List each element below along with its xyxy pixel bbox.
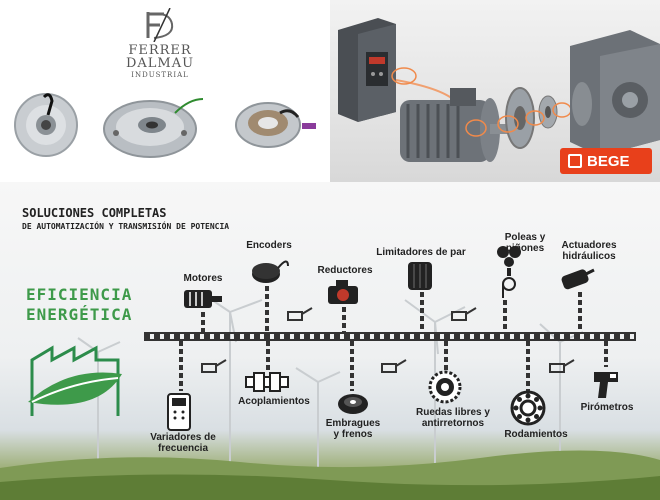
pyrometer-icon (594, 372, 618, 398)
bege-logo-icon (568, 154, 582, 168)
ferrer-dalmau-logo-icon (146, 8, 174, 42)
eco-factory-icon (28, 345, 122, 416)
gearbox-icon (328, 280, 358, 304)
connector-ruedas (444, 341, 448, 371)
oil-can-icon (549, 359, 575, 373)
connector-embragues (350, 341, 354, 391)
frequency-drive-icon (167, 393, 191, 431)
coupling-icon (245, 372, 289, 392)
hydraulic-actuator-icon (561, 268, 595, 290)
small-clutch-icon (14, 93, 78, 157)
efficiency-line1: EFICIENCIA (26, 285, 133, 304)
connector-reductores (342, 307, 346, 332)
label-ruedas: Ruedas libres y antirretornos (416, 407, 490, 429)
efficiency-line2: ENERGÉTICA (26, 305, 133, 324)
flat-brake-icon (103, 98, 204, 158)
oil-can-icon (201, 359, 227, 373)
machine-panel: BEGE (330, 0, 660, 182)
bearing-icon (510, 390, 546, 426)
connector-poleas (503, 300, 507, 332)
label-rodamientos: Rodamientos (504, 429, 568, 440)
brand-name-line1: FERRER (128, 43, 192, 58)
freewheel-unit-icon (235, 102, 316, 148)
brand-tagline: INDUSTRIAL (131, 71, 189, 79)
label-limitadores: Limitadores de par (376, 247, 466, 258)
pulley-icon (497, 246, 521, 298)
product-photos (14, 93, 316, 158)
exploded-drive-illustration (338, 18, 660, 162)
connector-encoders (265, 286, 269, 332)
infographic-title: SOLUCIONES COMPLETAS (22, 206, 167, 220)
label-actuadores: Actuadores hidráulicos (561, 240, 617, 262)
connector-rodamientos (526, 341, 530, 391)
oil-can-icon (381, 359, 407, 373)
infographic-subtitle: DE AUTOMATIZACIÓN Y TRANSMISIÓN DE POTEN… (22, 222, 230, 231)
label-poleas: Poleas y piñones (504, 232, 546, 254)
connector-actuadores (578, 292, 582, 332)
connector-variadores (179, 341, 183, 391)
highlight-rings-icon (391, 67, 572, 137)
brand-panel: FERRER DALMAU INDUSTRIAL (0, 0, 330, 182)
bege-name: BEGE (587, 152, 630, 170)
brand-name-line2: DALMAU (125, 56, 195, 71)
frequency-inverter-icon (338, 18, 396, 122)
label-variadores: Variadores de frecuencia (150, 432, 216, 454)
label-embragues: Embragues y frenos (325, 418, 381, 440)
infographic-panel: SOLUCIONES COMPLETAS DE AUTOMATIZACIÓN Y… (0, 182, 660, 500)
connector-motores (201, 312, 205, 332)
label-motores: Motores (183, 273, 223, 284)
connector-acoplamientos (266, 341, 270, 371)
torque-limiter-icon (408, 262, 432, 290)
label-reductores: Reductores (317, 265, 373, 276)
oil-can-icon (451, 307, 477, 321)
label-encoders: Encoders (246, 240, 292, 251)
electric-motor-icon (400, 88, 508, 162)
gearbox-housing-icon (570, 30, 660, 156)
wind-farm-background (0, 291, 660, 500)
bege-badge: BEGE (560, 148, 652, 174)
oil-can-icon (287, 307, 313, 321)
motor-icon (184, 290, 222, 308)
connector-pirometros (604, 341, 608, 367)
label-acoplamientos: Acoplamientos (238, 396, 310, 407)
freewheel-icon (428, 370, 462, 404)
encoder-icon (252, 260, 289, 283)
label-pirometros: Pirómetros (580, 402, 634, 413)
clutch-brake-icon (338, 394, 368, 414)
connector-limitadores (420, 292, 424, 332)
distribution-bus (144, 332, 636, 341)
